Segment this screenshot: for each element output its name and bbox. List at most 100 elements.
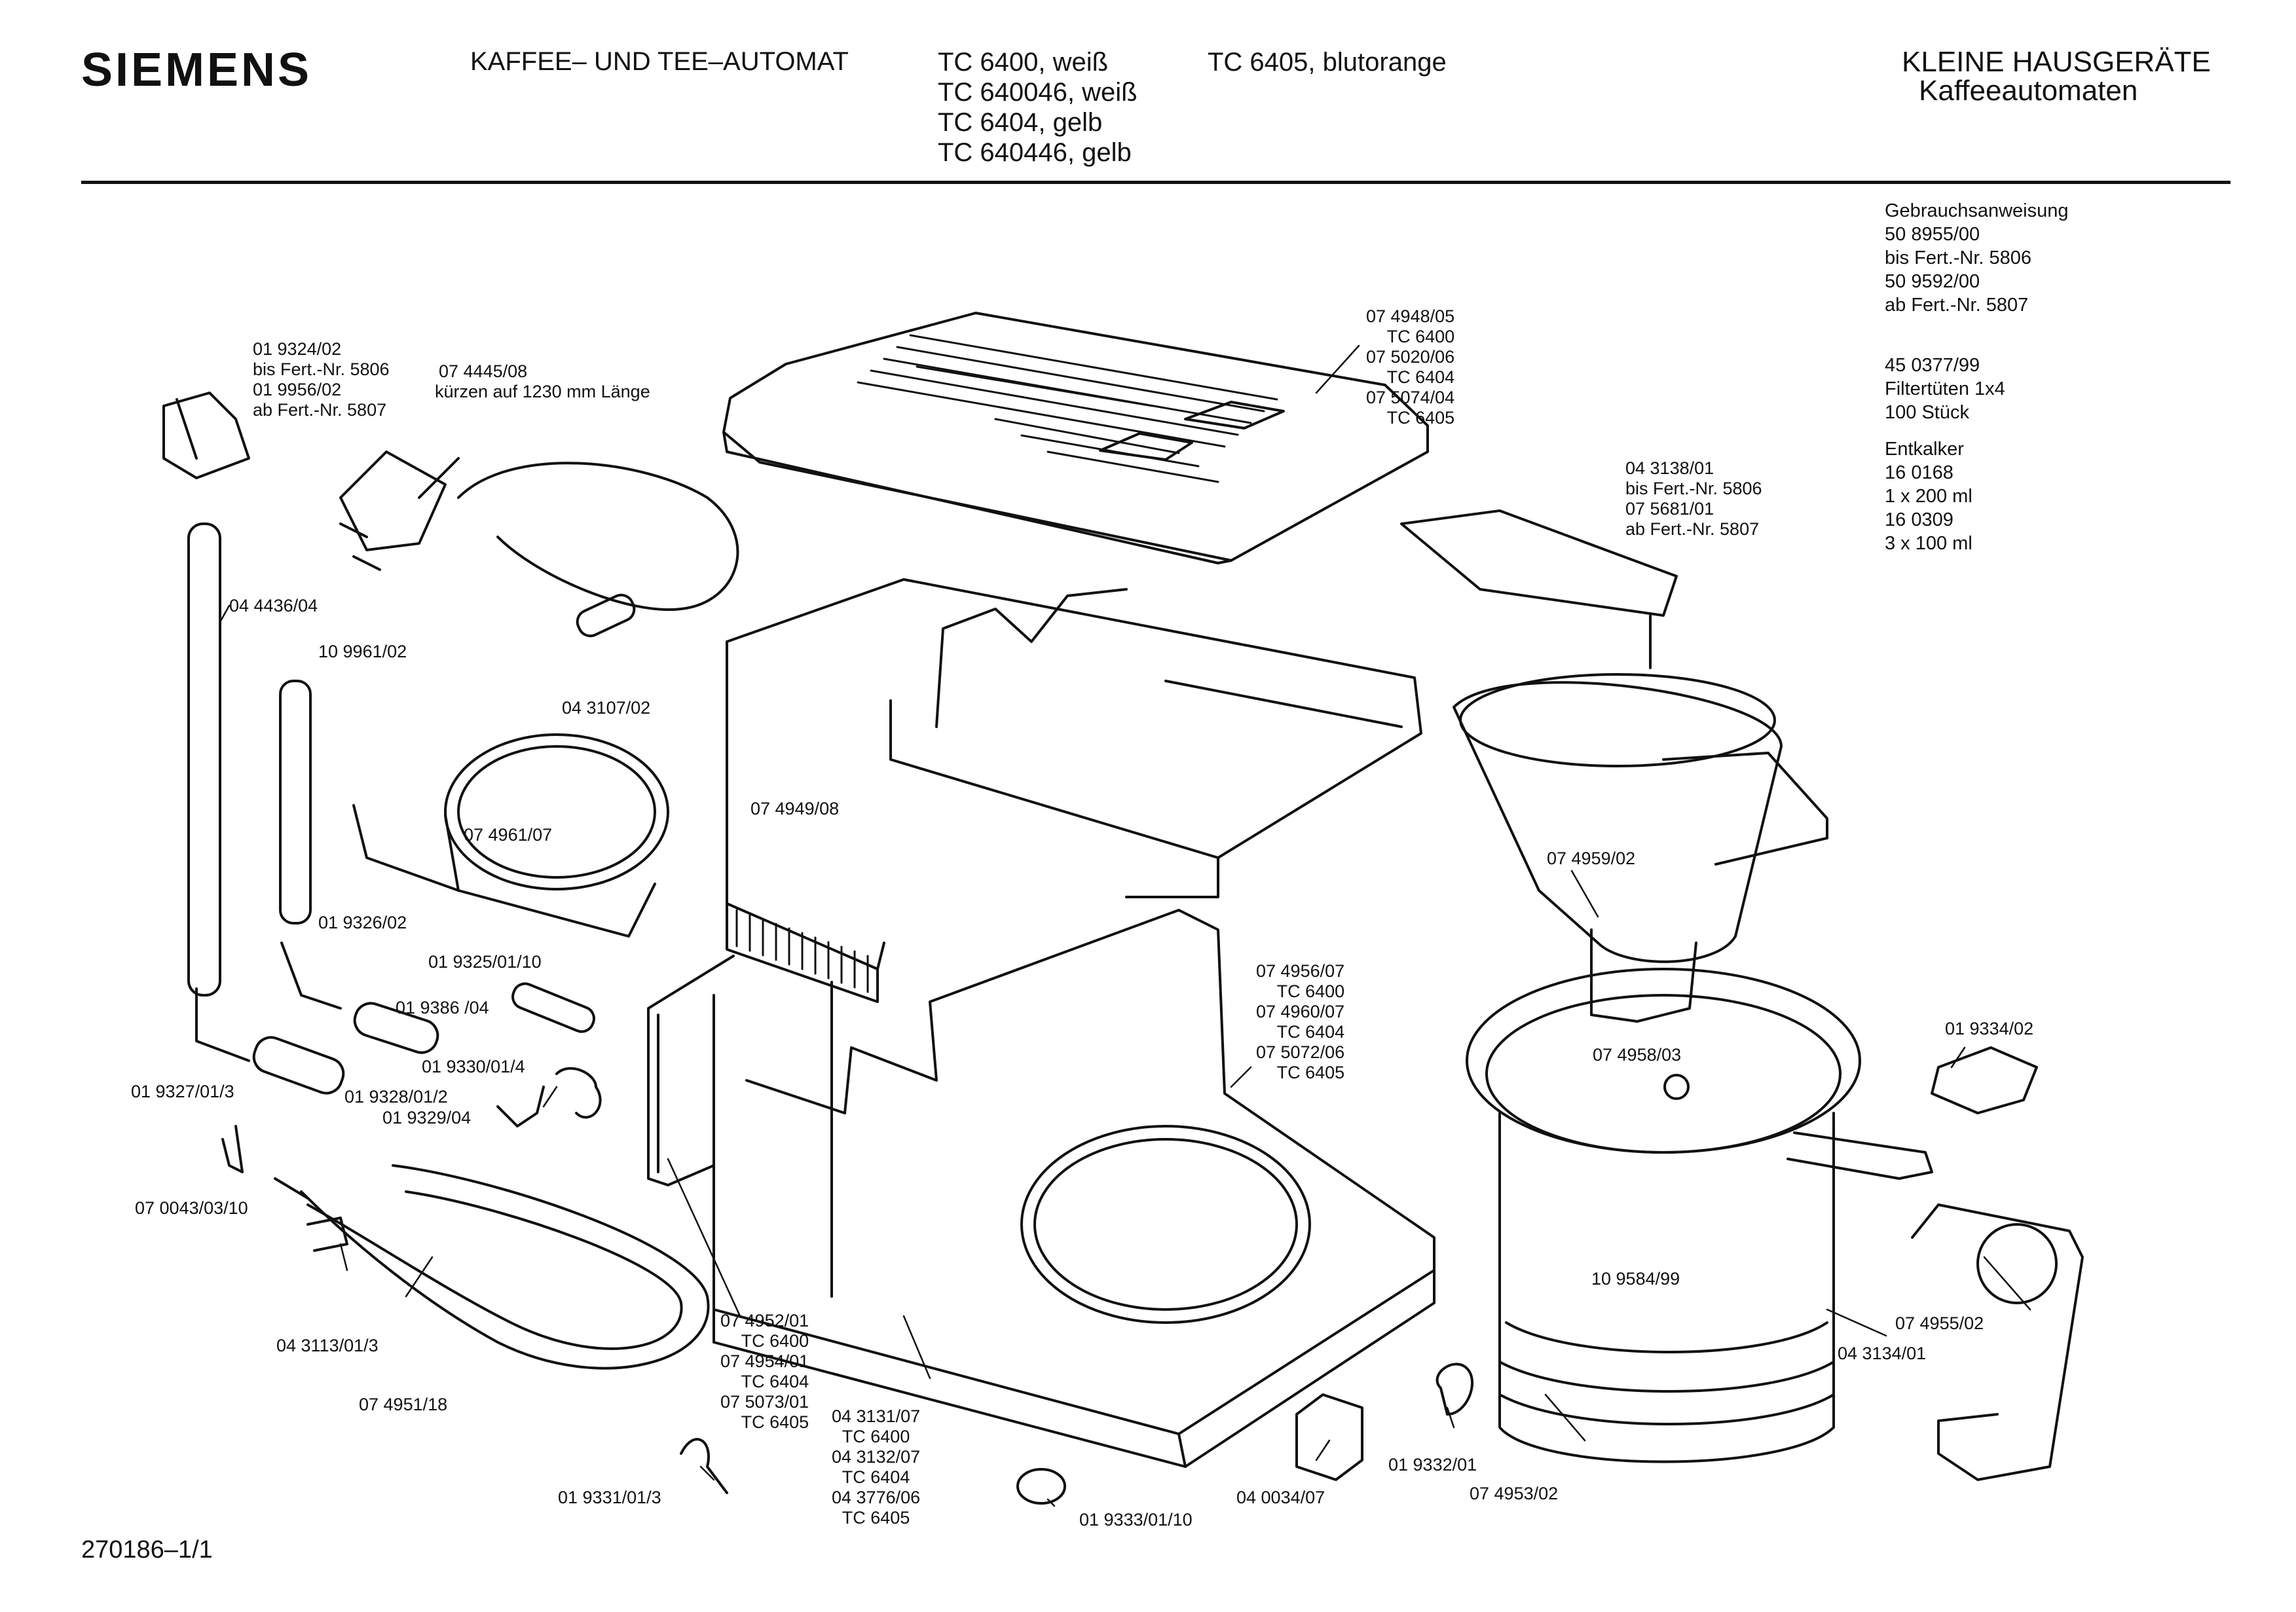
label-line: 07 5073/01 [720,1392,809,1412]
label-line: TC 6404 [1276,1022,1345,1042]
label-filter-lid: 04 3138/01 bis Fert.-Nr. 5806 07 5681/01… [1625,458,1762,540]
label-jug-ring: 07 4953/02 [1470,1484,1559,1503]
model-line: TC 640046, weiß [938,78,1138,107]
label-riser-tube: 04 4436/04 [229,596,318,615]
label-switch: 04 0034/07 [1236,1488,1325,1507]
note-line: bis Fert.-Nr. 5806 [1885,247,2032,268]
label-line: 07 4445/08 [439,361,528,381]
label-line: ab Fert.-Nr. 5807 [1625,519,1760,539]
label-line: 07 4960/07 [1256,1002,1345,1021]
label-line: 04 3776/06 [832,1488,921,1507]
label-line: 04 3138/01 [1625,458,1714,478]
model-list-right: TC 6405, blutorange [1208,47,1447,77]
label-line: ab Fert.-Nr. 5807 [253,400,387,420]
label-line: TC 6400 [842,1427,910,1446]
note-line: Filtertüten 1x4 [1885,378,2005,399]
tube-parts [187,522,595,1095]
label-line: TC 6405 [1386,408,1455,428]
label-line: bis Fert.-Nr. 5806 [253,359,390,379]
tank-part [726,578,1422,1003]
note-line: 50 8955/00 [1885,224,1980,245]
label-knob: 01 9332/01 [1388,1455,1477,1475]
label-line: 07 5681/01 [1625,499,1714,519]
descaler-note: Entkalker 16 0168 1 x 200 ml 16 0309 3 x… [1885,437,1972,555]
label-line: TC 6400 [741,1331,809,1351]
model-list-left: TC 6400, weiß TC 640046, weiß TC 6404, g… [938,47,1138,168]
note-line: Gebrauchsanweisung [1885,200,2069,221]
label-line: TC 6400 [1386,327,1455,346]
brand-logo: SIEMENS [81,44,312,96]
label-line: 07 4956/07 [1256,961,1345,981]
label-line: TC 6405 [741,1412,809,1432]
label-base: 07 4956/07 TC 6400 07 4960/07 TC 6404 07… [1256,961,1344,1083]
note-line: Entkalker [1885,439,1964,460]
category-title: KLEINE HAUSGERÄTE [1902,46,2211,78]
note-line: 45 0377/99 [1885,355,1980,376]
label-elbow-a: 01 9326/02 [318,913,407,932]
label-line: TC 6404 [842,1467,910,1487]
label-line: bis Fert.-Nr. 5806 [1625,479,1762,498]
side-panel-part [647,955,735,1186]
switch-cap-part [162,392,250,479]
label-line: TC 6400 [1276,981,1345,1001]
label-line: 07 5020/06 [1366,347,1455,367]
filter-holder-part [1400,509,1828,1023]
label-jug-handle: 07 4955/02 [1895,1313,1984,1333]
filters-note: 45 0377/99 Filtertüten 1x4 100 Stück [1885,354,2005,424]
seal-ring-part [352,733,669,938]
label-elbow-b: 01 9327/01/3 [131,1082,234,1101]
label-line: 07 4954/01 [720,1351,809,1371]
note-line: 1 x 200 ml [1885,486,1972,507]
label-lid: 07 4948/05 TC 6400 07 5020/06 TC 6404 07… [1366,306,1454,428]
label-jug-lid: 07 4958/03 [1593,1045,1682,1065]
jug-part [1466,968,1933,1463]
label-line: 07 4952/01 [720,1311,809,1330]
label-line: TC 6405 [1276,1063,1345,1082]
model-line: TC 6400, weiß [938,48,1109,77]
label-side-panel: 07 4952/01 TC 6400 07 4954/01 TC 6404 07… [720,1311,809,1433]
label-line: TC 6404 [741,1372,809,1391]
label-line: TC 6404 [1386,367,1455,387]
note-line: 16 0309 [1885,509,1953,530]
label-foot: 01 9333/01/10 [1079,1510,1193,1530]
label-wire-clip: 01 9331/01/3 [558,1488,661,1507]
label-sleeve: 01 9386 /04 [396,998,489,1017]
label-line: 01 9956/02 [253,380,342,399]
label-heater-ring: 07 4961/07 [464,825,553,845]
label-jug-clip: 01 9334/02 [1945,1019,2034,1038]
label-line: 07 5072/06 [1256,1042,1345,1062]
base-part [713,909,1435,1468]
label-jug: 10 9584/99 [1591,1269,1680,1289]
model-line: TC 6405, blutorange [1208,48,1447,77]
label-fuse: 07 0043/03/10 [135,1198,248,1218]
label-clip-a: 01 9325/01/10 [428,952,542,972]
jug-handle-part [1911,1203,2084,1481]
label-band: 04 3134/01 [1838,1344,1927,1363]
model-line: TC 640446, gelb [938,138,1132,167]
product-title: KAFFEE– UND TEE–AUTOMAT [470,47,849,76]
label-hose-b: 01 9328/01/2 [344,1087,448,1107]
leader-lines [219,344,2031,1507]
label-line: TC 6405 [842,1508,910,1528]
subcategory-title: Kaffeeautomaten [1919,75,2138,107]
label-line: 04 3131/07 [832,1406,921,1426]
cord-part [339,450,739,638]
model-line: TC 6404, gelb [938,108,1103,137]
label-line: kürzen auf 1230 mm Länge [435,382,650,401]
small-parts [221,1046,2038,1505]
header-rule [81,181,2231,184]
label-line: 07 4948/05 [1366,306,1455,326]
label-short-tube: 10 9961/02 [318,642,407,661]
manual-note: Gebrauchsanweisung 50 8955/00 bis Fert.-… [1885,199,2069,317]
label-seal-ring: 04 3107/02 [562,698,651,718]
label-bottom-plate: 04 3131/07 TC 6400 04 3132/07 TC 6404 04… [832,1406,920,1528]
note-line: ab Fert.-Nr. 5807 [1885,295,2029,316]
note-line: 3 x 100 ml [1885,533,1972,554]
label-connector: 01 9329/04 [382,1108,472,1127]
note-line: 100 Stück [1885,402,1969,423]
label-line: 04 3132/07 [832,1447,921,1467]
document-number: 270186–1/1 [81,1536,213,1564]
lid-part [722,312,1429,564]
label-switch-cap: 01 9324/02 bis Fert.-Nr. 5806 01 9956/02… [253,339,390,420]
